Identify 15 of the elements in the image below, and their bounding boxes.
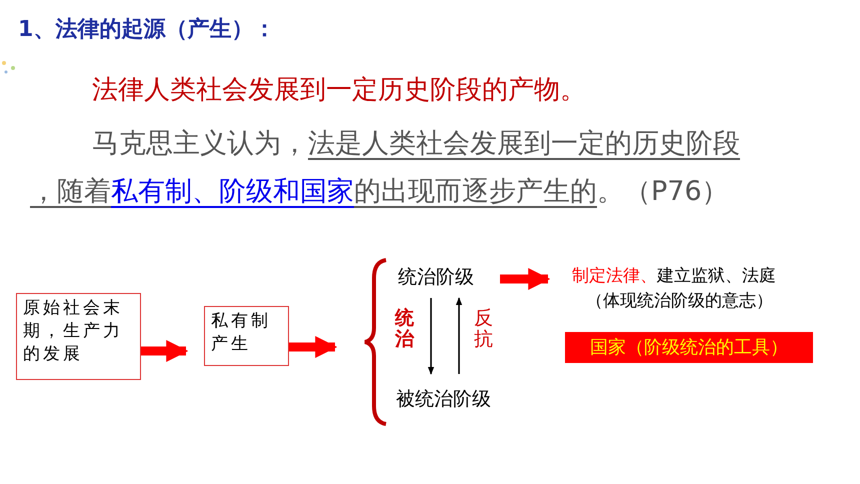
result-text: 制定法律、建立监狱、法庭 （体现统治阶级的意志）: [572, 265, 776, 313]
paragraph: 马克思主义认为，法是人类社会发展到一定的历史阶段，随着私有制、阶级和国家的出现而逐步产生的。（P76）: [30, 127, 741, 209]
title: 1、法律的起源（产生）：: [18, 16, 276, 44]
arrow: [141, 340, 188, 362]
node-text: 被统治阶级: [396, 386, 524, 412]
edge-label: 统治: [395, 308, 414, 350]
arrow: [500, 268, 550, 290]
process-box: 私有制产生: [204, 306, 289, 366]
heading-sentence: 法律人类社会发展到一定历史阶段的产物。: [92, 74, 586, 107]
arrow: [456, 297, 462, 374]
arrow: [428, 298, 434, 375]
edge-label: 反抗: [474, 308, 493, 350]
process-box: 原始社会末期，生产力的发展: [16, 293, 141, 380]
highlight-banner: 国家（阶级统治的工具）: [565, 332, 813, 363]
node-text: 统治阶级: [398, 264, 498, 290]
